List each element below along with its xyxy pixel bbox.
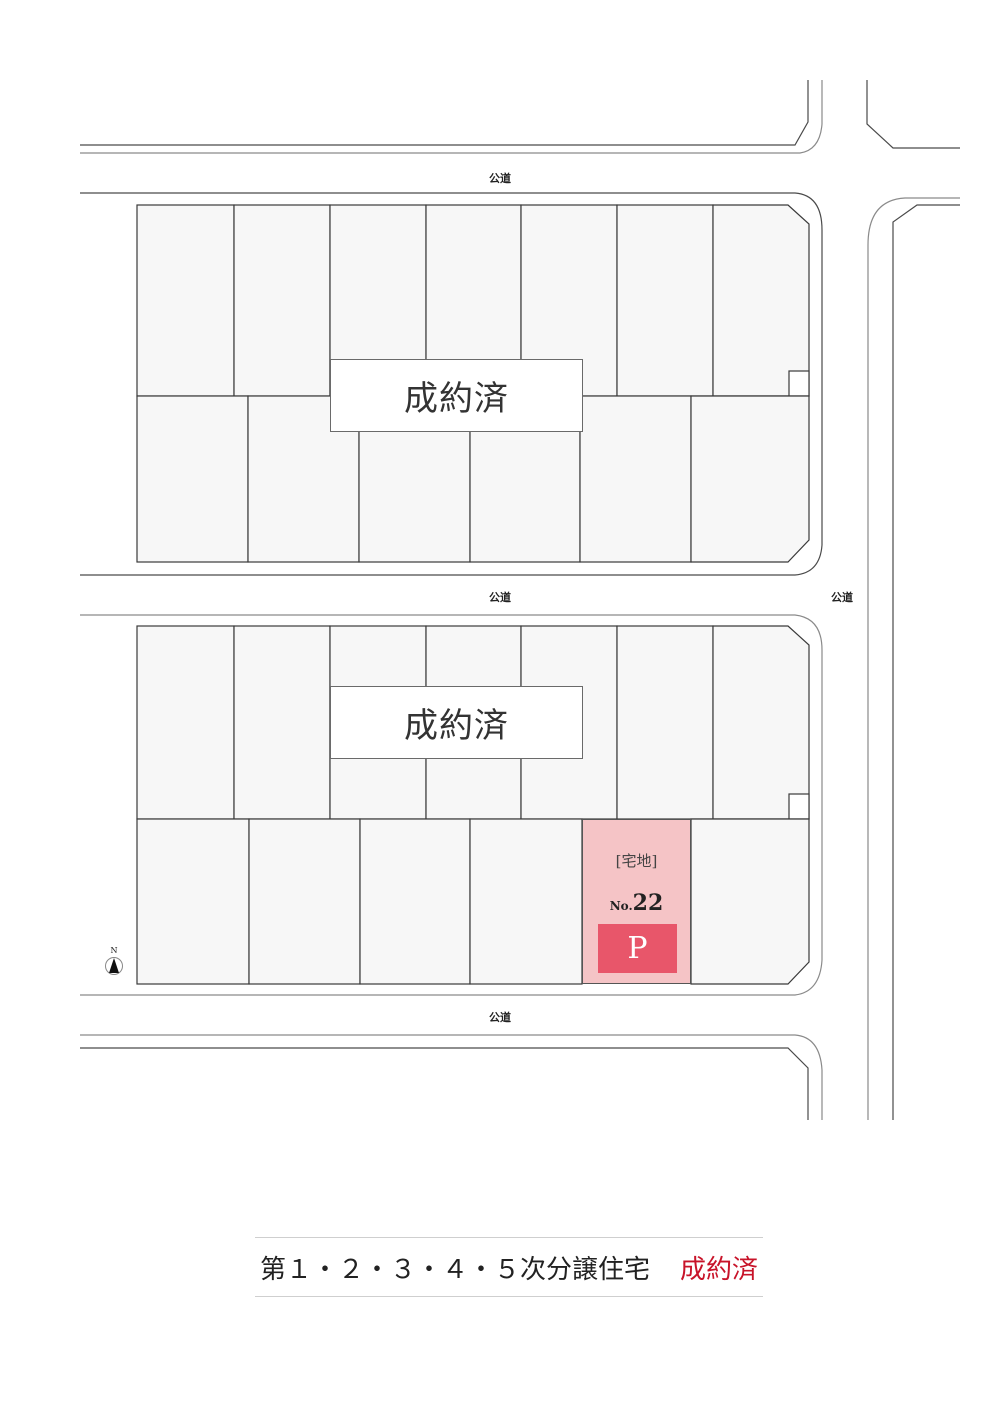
north-label: N	[110, 946, 118, 955]
lot-22[interactable]: [宅地] No.22 P	[582, 819, 691, 984]
upper-block-sold-label: 成約済	[330, 359, 583, 432]
lower-block-lots	[136, 625, 810, 985]
road-label-bottom: 公道	[489, 1011, 511, 1024]
road-edge	[80, 80, 809, 146]
caption-title: 第１・２・３・４・５次分譲住宅	[259, 1254, 650, 1285]
lot-number-prefix: No.	[609, 899, 633, 913]
lot-number: No.22	[583, 890, 690, 916]
lower-block-sold-label: 成約済	[330, 686, 583, 759]
compass-ring	[105, 957, 123, 975]
lot-number-value: 22	[632, 890, 664, 916]
compass-needle-icon	[109, 958, 119, 973]
road-label-top: 公道	[489, 172, 511, 185]
north-compass-icon: N	[103, 946, 125, 980]
lot-type-label: [宅地]	[615, 852, 658, 870]
parking-badge: P	[598, 924, 677, 973]
caption-bar: 第１・２・３・４・５次分譲住宅 成約済	[255, 1237, 763, 1297]
caption-status: 成約済	[680, 1254, 759, 1285]
road-label-right: 公道	[831, 591, 853, 604]
road-label-middle: 公道	[489, 591, 511, 604]
